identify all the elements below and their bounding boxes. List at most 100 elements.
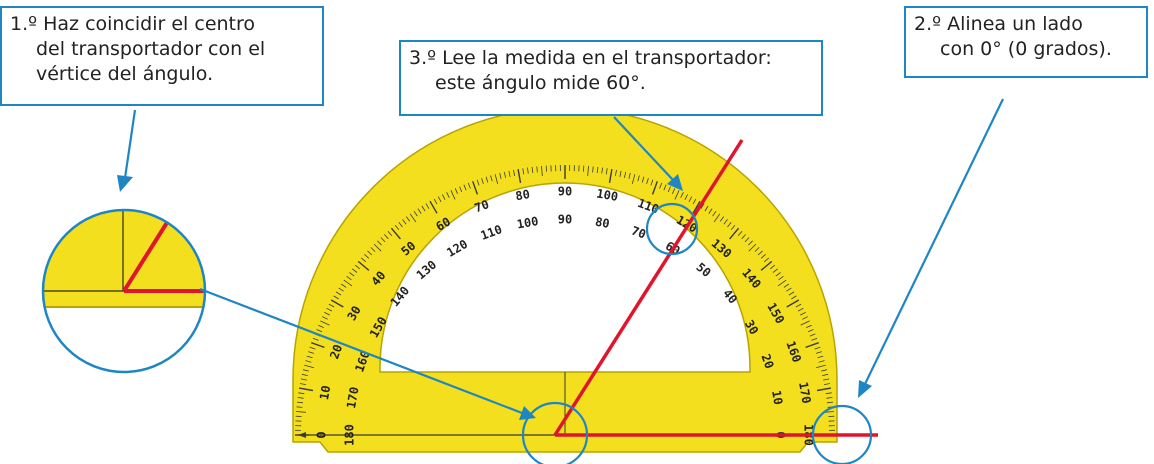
callout-step-2-line-1: 2.º Alinea un lado [914,13,1083,35]
protractor-tick [398,221,403,228]
protractor-tick [809,333,816,337]
protractor-tick [601,167,603,174]
protractor-tick [402,219,407,225]
protractor-tick [631,174,636,185]
protractor-tick [823,378,830,381]
protractor-tick [351,268,358,273]
protractor-inner-label: 20 [758,352,776,370]
zero-mark-circle-icon [811,404,873,464]
protractor-tick [795,303,802,308]
protractor-outer-label: 90 [558,185,572,199]
protractor-tick [405,216,411,222]
protractor-tick [817,355,824,359]
protractor-tick [641,176,645,183]
protractor-outer-label: 160 [783,339,804,364]
protractor-tick [760,260,773,271]
protractor-tick [826,401,834,404]
protractor-tick [485,176,489,183]
callout-step-1: 1.º Haz coincidir el centro del transpor… [0,6,324,106]
protractor-tick [712,210,717,217]
protractor-tick [318,324,324,328]
protractor-tick [370,247,376,252]
protractor-tick [608,168,613,184]
callout-step-2-line-2: con 0° (0 grados). [940,38,1112,60]
protractor-tick [494,174,499,185]
protractor-tick [741,234,746,240]
protractor-tick [340,283,347,288]
protractor-tick [476,179,480,186]
protractor-outer-label: 170 [796,381,814,405]
protractor-tick [615,169,617,176]
protractor-outer-label: 60 [433,214,453,233]
protractor-window [379,182,751,373]
callout-step-1-line-1: 1.º Haz coincidir el centro [10,13,256,35]
protractor-tick [674,190,680,200]
protractor-tick [316,329,323,333]
protractor-tick [300,378,307,381]
protractor-tick [825,392,832,395]
protractor-outer-label: 70 [473,197,491,215]
protractor-tick [481,178,484,185]
protractor-tick [826,397,833,399]
protractor-tick [446,192,450,198]
protractor-tick [330,299,344,308]
protractor-outer-label: 30 [344,303,363,323]
protractor-inner-label: 10 [769,389,785,406]
protractor-tick [349,272,355,277]
protractor-tick [587,165,589,177]
arrow-to-zoom [123,109,137,179]
protractor-tick [700,203,705,209]
protractor-inner-label: 80 [594,215,611,231]
protractor-tick [592,166,594,173]
protractor-tick [377,240,382,246]
protractor-tick [619,170,622,177]
protractor-tick [335,291,342,296]
protractor-tick [338,287,344,292]
protractor-tick [296,406,303,408]
protractor-tick [499,172,502,179]
protractor-tick [777,279,787,287]
protractor-inner-label: 170 [344,386,362,410]
angle-side-sixty [553,139,744,436]
protractor-tick [797,307,804,312]
protractor-inner-label: 100 [516,214,540,232]
protractor-tick [748,240,753,246]
protractor-tick [295,411,307,413]
protractor-tick [637,175,640,182]
protractor-tick [596,166,599,174]
protractor-tick [688,196,693,203]
protractor-tick [442,194,446,200]
arrow-zoom-to-vertex [199,287,523,415]
protractor-tick [824,383,831,385]
protractor-tick [775,272,781,277]
protractor-tick [680,192,684,198]
protractor-tick [421,205,426,212]
protractor-tick [650,179,654,186]
protractor-tick [769,264,776,270]
protractor-tick [472,181,479,195]
protractor-tick [503,171,506,178]
protractor-outer-label: 10 [317,384,333,401]
protractor-tick [786,287,792,292]
protractor-tick [437,196,442,203]
protractor-tick [802,316,808,320]
protractor-tick [513,169,515,176]
protractor-tick [304,364,315,369]
protractor-tick [311,342,325,349]
protractor-inner-label: 110 [479,222,504,243]
protractor-tick [312,337,319,341]
protractor-tick [704,205,709,212]
protractor-tick [459,186,463,193]
protractor-inner-label: 70 [629,223,647,241]
protractor-tick [490,175,493,182]
protractor-tick [433,198,438,205]
protractor-outer-label: 20 [327,343,345,361]
protractor-tick [531,166,534,174]
protractor-tick [788,291,795,296]
protractor-tick [822,373,829,376]
protractor-tick [343,279,353,287]
protractor-tick [297,397,304,399]
protractor-tick [536,166,538,173]
